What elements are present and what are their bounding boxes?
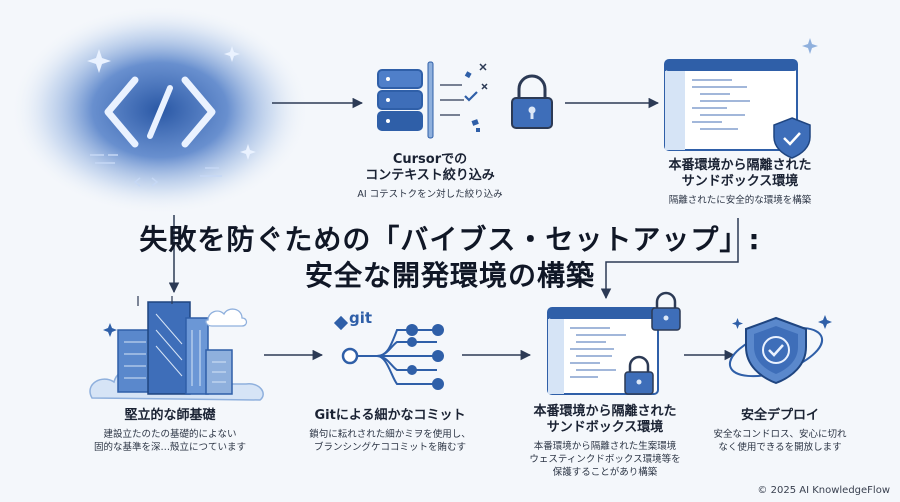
git-desc-line2: ブランシングケココミットを賄むす — [313, 442, 466, 453]
git-logo-icon — [333, 315, 349, 331]
code-window-shield-icon — [664, 38, 818, 159]
sandbox-top-label-line1: 本番環境から隔離された — [668, 158, 812, 173]
shield-check-icon — [728, 315, 832, 385]
cursor-desc: AI コテストクをン対した絞り込み — [357, 189, 503, 200]
git-logo-text: git — [349, 309, 373, 327]
git-label: Gitによる細かなコミット — [314, 408, 466, 423]
buildings-icon — [89, 296, 264, 401]
page-title-line2: 安全な開発環境の構築 — [304, 259, 595, 292]
sandbox-bottom-desc-line3: 保護することがあり構築 — [552, 467, 658, 478]
git-branch-icon — [333, 315, 444, 390]
lock-icon — [511, 74, 553, 129]
server-filter-icon — [377, 61, 488, 139]
sandbox-bottom-desc-line2: ウェスティンクドボックス環境等を — [529, 454, 681, 465]
cursor-label-line2: コンテキスト絞り込み — [365, 168, 495, 183]
code-brackets-icon — [104, 76, 216, 148]
arrow-sandbox-top-to-bottom — [600, 218, 739, 300]
lock-icon — [651, 291, 681, 331]
cursor-label-line1: Cursorでの — [392, 152, 468, 167]
lock-icon — [624, 355, 654, 395]
copyright-footer: © 2025 AI KnowledgeFlow — [757, 485, 890, 496]
deploy-desc-line1: 安全なコンドロス、安心に切れ — [713, 429, 847, 440]
foundation-desc-line2: 固的な基準を深…殻立につています — [93, 442, 246, 453]
page-title-line1: 失敗を防ぐための「バイブス・セットアップ」: — [139, 223, 761, 256]
deploy-label: 安全デプロイ — [740, 408, 819, 423]
code-node — [10, 5, 310, 215]
sandbox-top-label-line2: サンドボックス環境 — [681, 174, 799, 189]
sandbox-top-desc: 隔離されたに安全的な環境を構築 — [668, 195, 812, 206]
sparkle-icon — [87, 46, 256, 160]
sandbox-bottom-label-line1: 本番環境から隔離された — [533, 404, 677, 419]
sandbox-bottom-desc-line1: 本番環境から隔離された生案環境 — [533, 441, 677, 452]
code-window-locks-icon — [547, 291, 681, 395]
foundation-label: 堅立的な師基礎 — [124, 408, 216, 423]
deploy-desc-line2: なく使用できるを開放します — [718, 442, 842, 453]
code-lines-icon — [90, 154, 222, 187]
foundation-desc-line1: 建設立たのたの基礎的によない — [103, 429, 237, 440]
git-desc-line1: 鎖句に耘れされた細かミヲを使用し、 — [309, 429, 471, 440]
sandbox-bottom-label-line2: サンドボックス環境 — [546, 420, 664, 435]
